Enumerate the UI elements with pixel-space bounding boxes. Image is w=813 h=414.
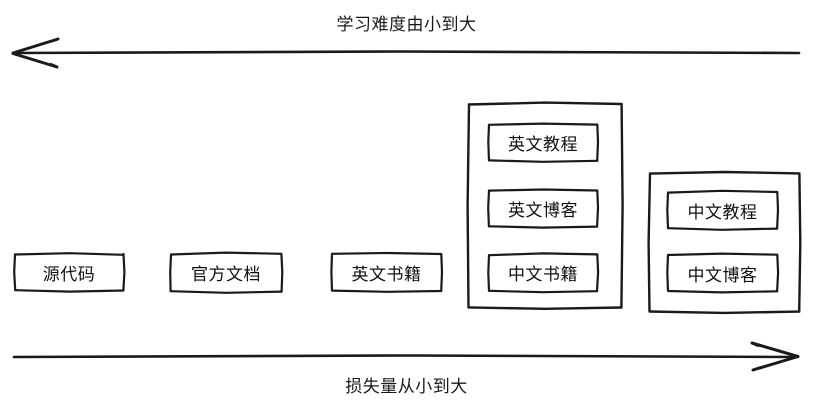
node-label-chinese-blogs: 中文博客 [687, 265, 758, 286]
node-label-chinese-books: 中文书籍 [508, 264, 578, 285]
node-label-official-docs: 官方文档 [191, 265, 261, 285]
node-label-english-tutorials: 英文教程 [508, 134, 578, 155]
node-label-source-code: 源代码 [42, 264, 96, 285]
node-label-chinese-tutorials: 中文教程 [687, 202, 758, 223]
node-label-english-blogs: 英文博客 [508, 200, 578, 221]
bottom-axis-arrow [12, 341, 800, 372]
bottom-axis-label: 损失量从小到大 [345, 377, 468, 397]
top-axis-arrow [11, 37, 801, 69]
node-label-english-books: 英文书籍 [351, 264, 422, 285]
top-axis-label: 学习难度由小到大 [336, 15, 477, 35]
